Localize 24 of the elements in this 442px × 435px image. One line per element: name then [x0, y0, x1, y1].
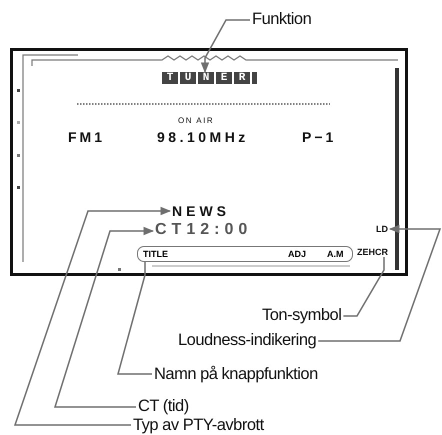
leader-line — [343, 257, 385, 317]
display-text: ZEHCR — [357, 248, 388, 257]
callout-label: Funktion — [252, 11, 312, 28]
leader-arrow — [54, 226, 154, 408]
callout-label: Loudness-indikering — [178, 332, 316, 348]
callout-label: Typ av PTY-avbrott — [133, 417, 264, 434]
leader-line — [117, 262, 152, 375]
display-text: CT12:00 — [155, 222, 252, 238]
callout-label: Namn på knappfunktion — [154, 366, 318, 382]
display-text: 98.10MHz — [157, 130, 249, 144]
callout-label: Ton-symbol — [262, 307, 342, 324]
button-function-label: ADJ — [288, 250, 306, 259]
leader-arrow — [318, 224, 442, 342]
callout-label: CT (tid) — [138, 398, 189, 414]
display-text: ON AIR — [178, 117, 214, 125]
display-text: LD — [376, 225, 388, 234]
button-function-label: TITLE — [143, 250, 168, 259]
button-function-label: A.M — [327, 250, 344, 259]
button-label-bar — [137, 246, 353, 262]
display-text: NEWS — [172, 204, 230, 218]
leader-arrow — [200, 19, 250, 74]
display-text: P−1 — [302, 130, 336, 144]
display-text: FM1 — [68, 130, 105, 144]
leader-arrow — [14, 206, 172, 426]
